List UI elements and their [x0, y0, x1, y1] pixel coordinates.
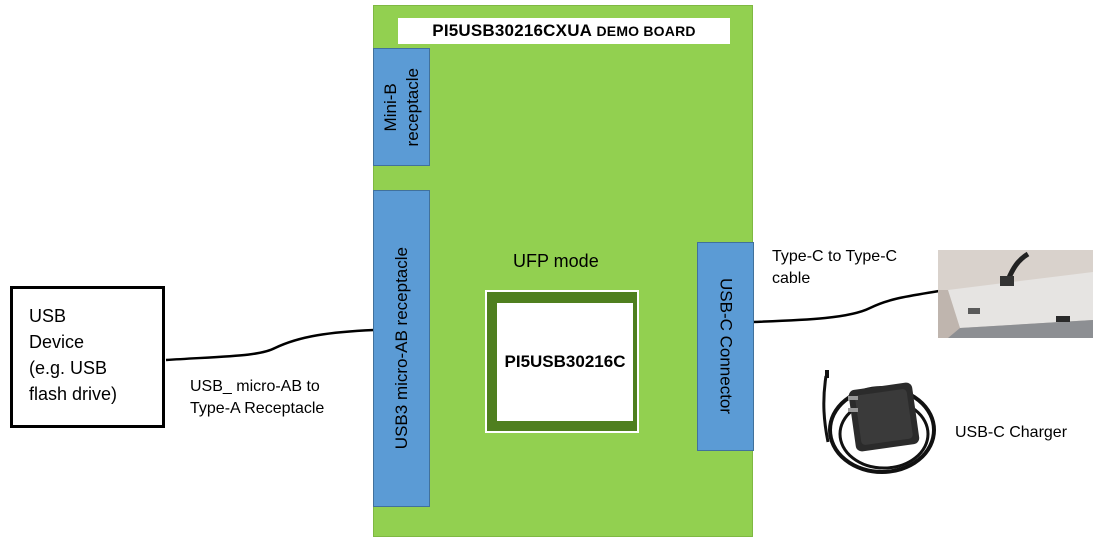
chip-label: PI5USB30216C: [504, 352, 626, 371]
right-cable: [751, 288, 946, 324]
mini-b-label: Mini-B receptacle: [380, 67, 422, 147]
board-title: PI5USB30216CXUA DEMO BOARD: [398, 18, 730, 44]
charger-icon: [822, 370, 936, 474]
usb-c-connector-label: USB-C Connector: [716, 278, 736, 415]
left-cable-label: USB_ micro-AB to Type-A Receptacle: [190, 378, 325, 417]
chip: PI5USB30216C: [497, 303, 633, 421]
left-cable: [165, 328, 375, 362]
ufp-mode-label: UFP mode: [513, 251, 599, 271]
laptop-icon: [938, 250, 1093, 338]
usb3-micro-ab-receptacle: USB3 micro-AB receptacle: [373, 190, 430, 507]
demo-board: [373, 5, 753, 537]
right-cable-label: Type-C to Type-C cable: [772, 248, 898, 287]
usb-c-connector: USB-C Connector: [697, 242, 754, 451]
mini-b-receptacle: Mini-B receptacle: [373, 48, 430, 166]
charger-label: USB-C Charger: [955, 424, 1068, 441]
usb-device-box: USB Device (e.g. USB flash drive): [10, 286, 165, 428]
usb3-micro-label: USB3 micro-AB receptacle: [391, 247, 411, 450]
